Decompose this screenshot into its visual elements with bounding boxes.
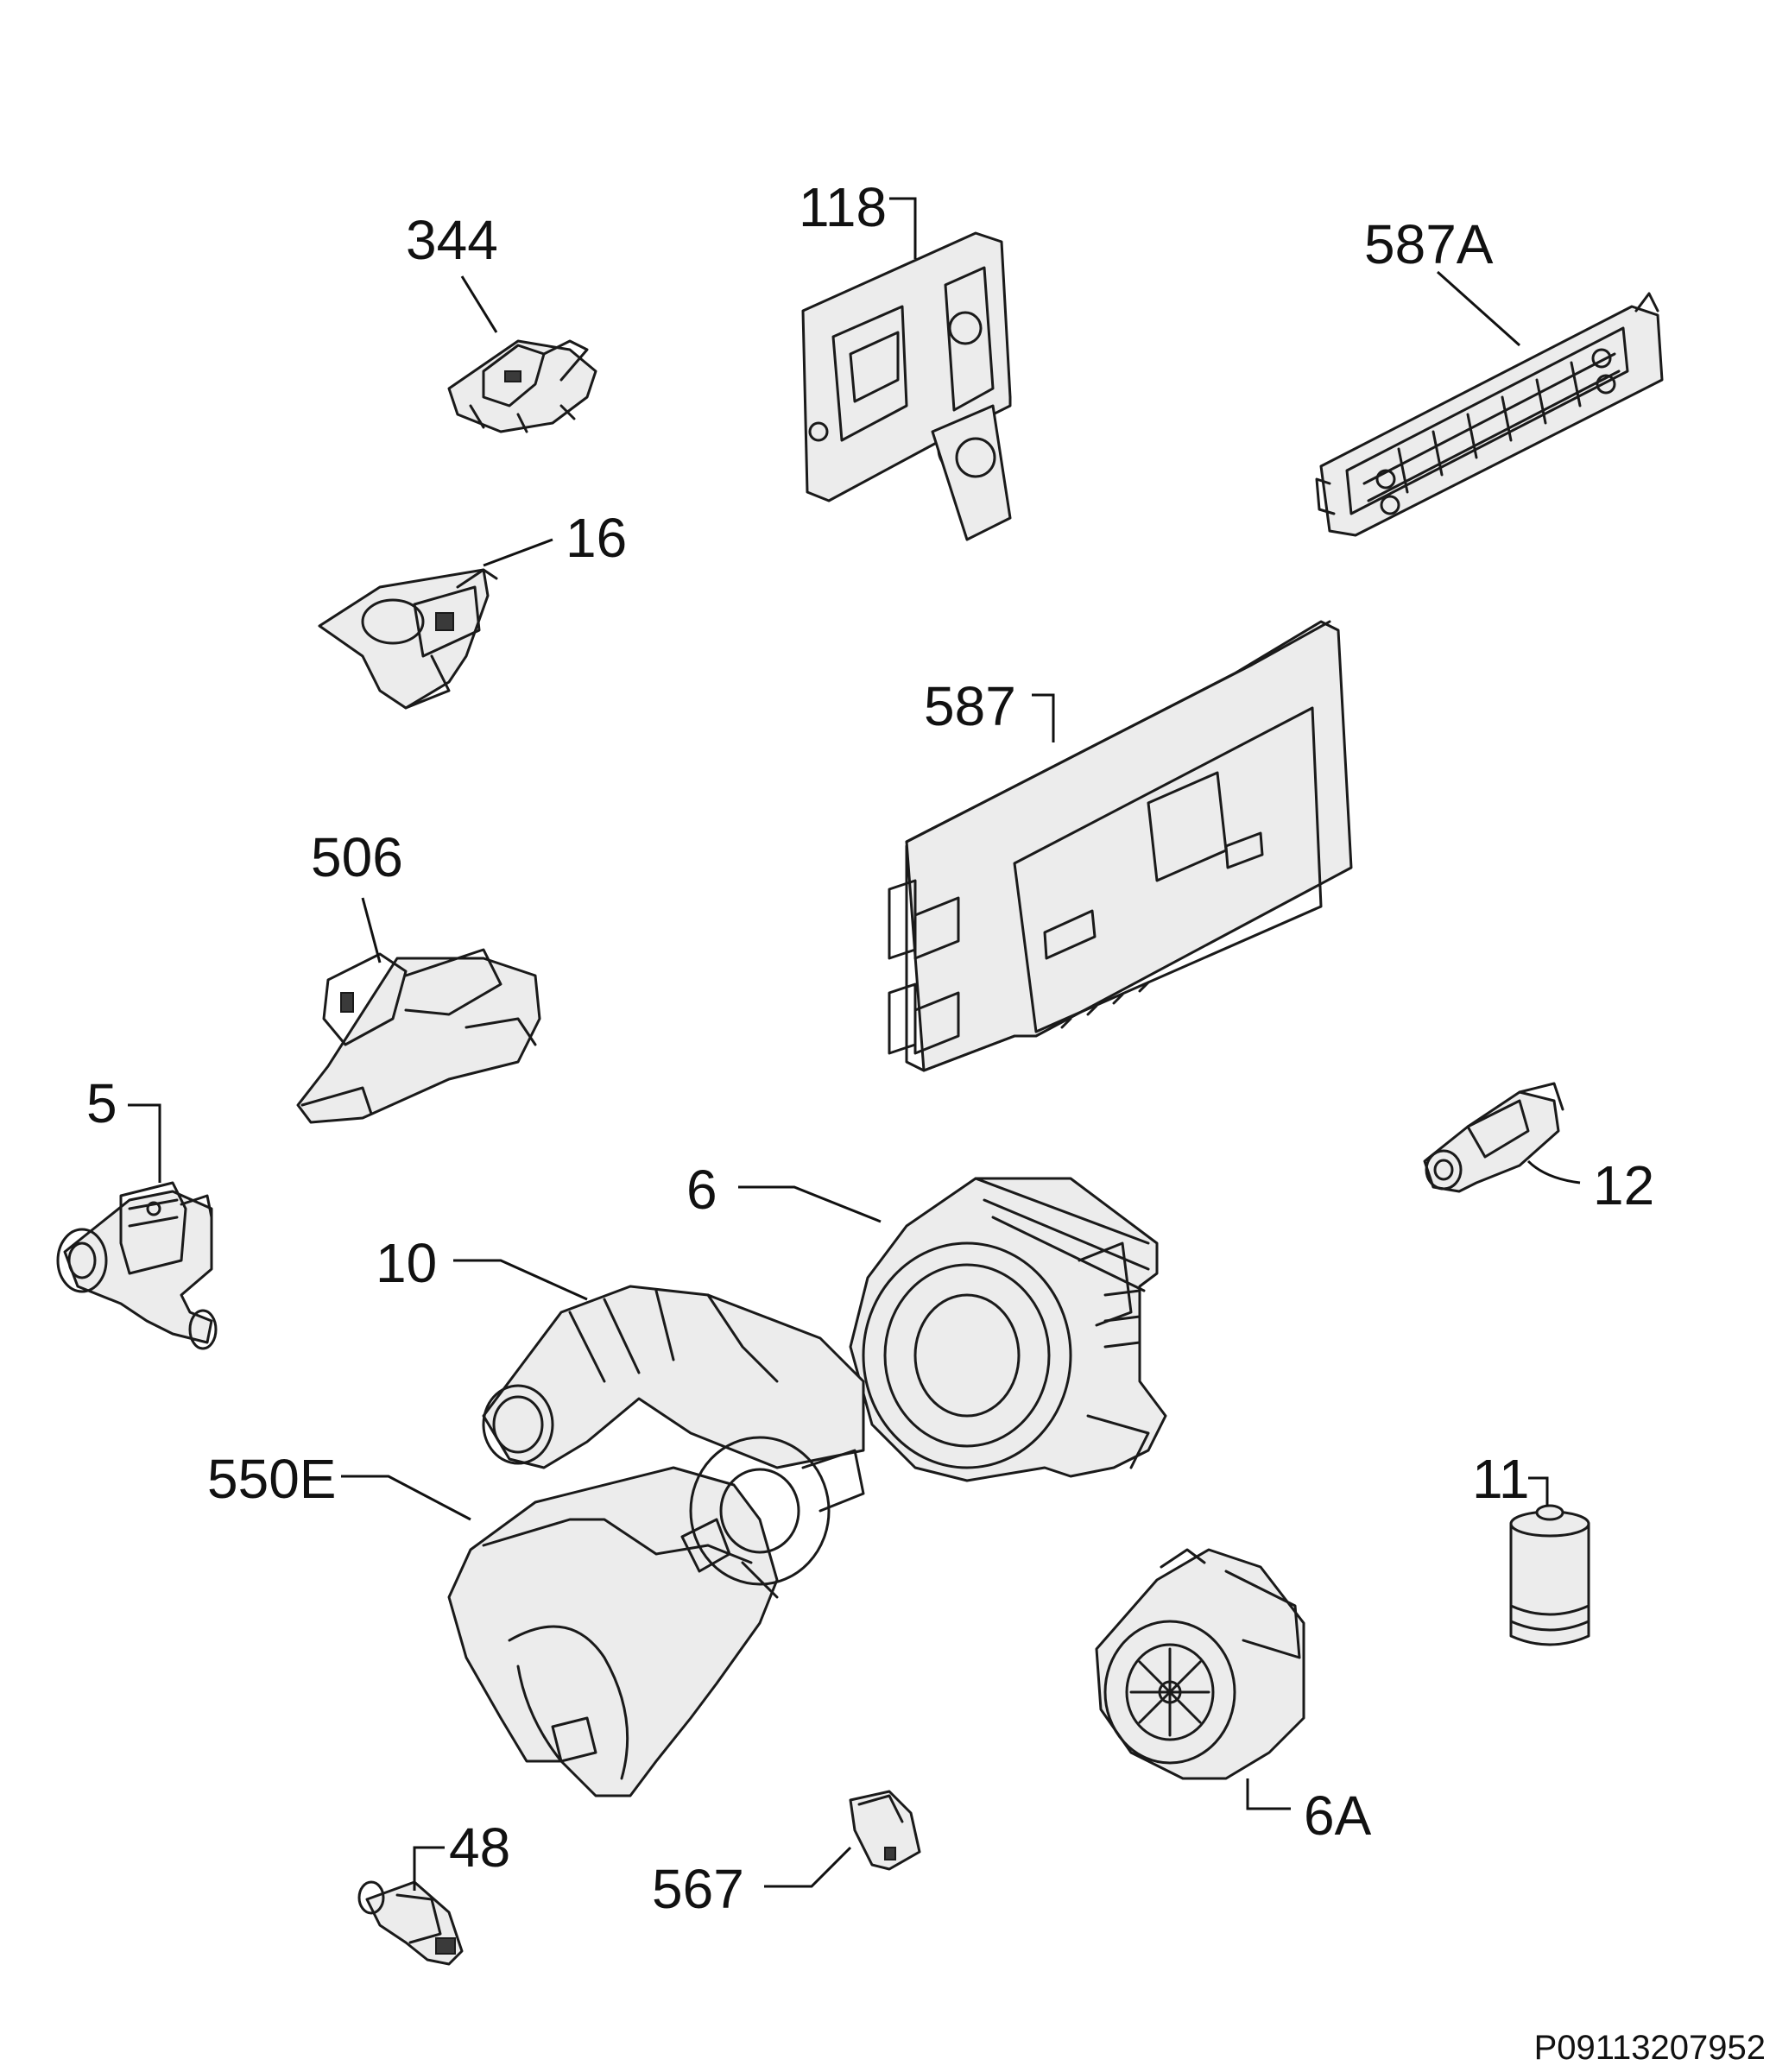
leader-6A	[1246, 1778, 1291, 1810]
leader-11	[1528, 1476, 1549, 1507]
label-587A: 587A	[1364, 213, 1494, 275]
label-16: 16	[566, 507, 627, 569]
leader-118	[889, 197, 917, 259]
label-10: 10	[376, 1232, 437, 1294]
label-567: 567	[652, 1858, 744, 1920]
leader-16	[483, 538, 553, 567]
part-506-float-switch	[296, 948, 541, 1124]
label-6A: 6A	[1304, 1785, 1372, 1847]
label-5: 5	[86, 1072, 117, 1134]
part-10-hose	[482, 1285, 865, 1469]
leader-48	[413, 1846, 445, 1891]
label-12: 12	[1593, 1154, 1654, 1216]
label-587: 587	[924, 675, 1016, 737]
leader-587A	[1436, 270, 1521, 347]
leader-567	[764, 1846, 852, 1888]
label-48: 48	[449, 1816, 510, 1879]
part-587-control-module	[888, 620, 1353, 1072]
label-550E: 550E	[207, 1448, 336, 1510]
part-16-door-lock	[318, 568, 498, 710]
part-344-clip	[447, 339, 597, 433]
leader-12	[1526, 1159, 1581, 1184]
part-6-circulation-pump	[849, 1177, 1167, 1482]
part-6A-drain-pump	[1095, 1548, 1305, 1780]
part-118-dispenser	[801, 231, 1012, 541]
drawing-code: P09113207952	[1534, 2029, 1766, 2067]
part-12-sensor	[1423, 1082, 1564, 1193]
part-587A-display-board	[1315, 292, 1664, 537]
leader-6	[738, 1185, 882, 1223]
part-567-clip	[849, 1790, 921, 1871]
label-344: 344	[406, 209, 498, 271]
leader-550E	[341, 1475, 471, 1521]
part-11-capacitor	[1509, 1504, 1590, 1646]
label-506: 506	[311, 826, 403, 888]
leader-10	[453, 1259, 588, 1301]
label-118: 118	[799, 176, 887, 238]
leader-344	[460, 275, 498, 333]
leader-587	[1032, 693, 1055, 742]
part-5-inlet-valve	[56, 1181, 218, 1350]
part-48-sensor	[357, 1880, 464, 1966]
leader-506	[361, 897, 382, 963]
part-550E-sump-housing	[447, 1436, 865, 1797]
leader-5	[128, 1103, 161, 1183]
label-6: 6	[686, 1159, 717, 1221]
label-11: 11	[1472, 1448, 1529, 1510]
